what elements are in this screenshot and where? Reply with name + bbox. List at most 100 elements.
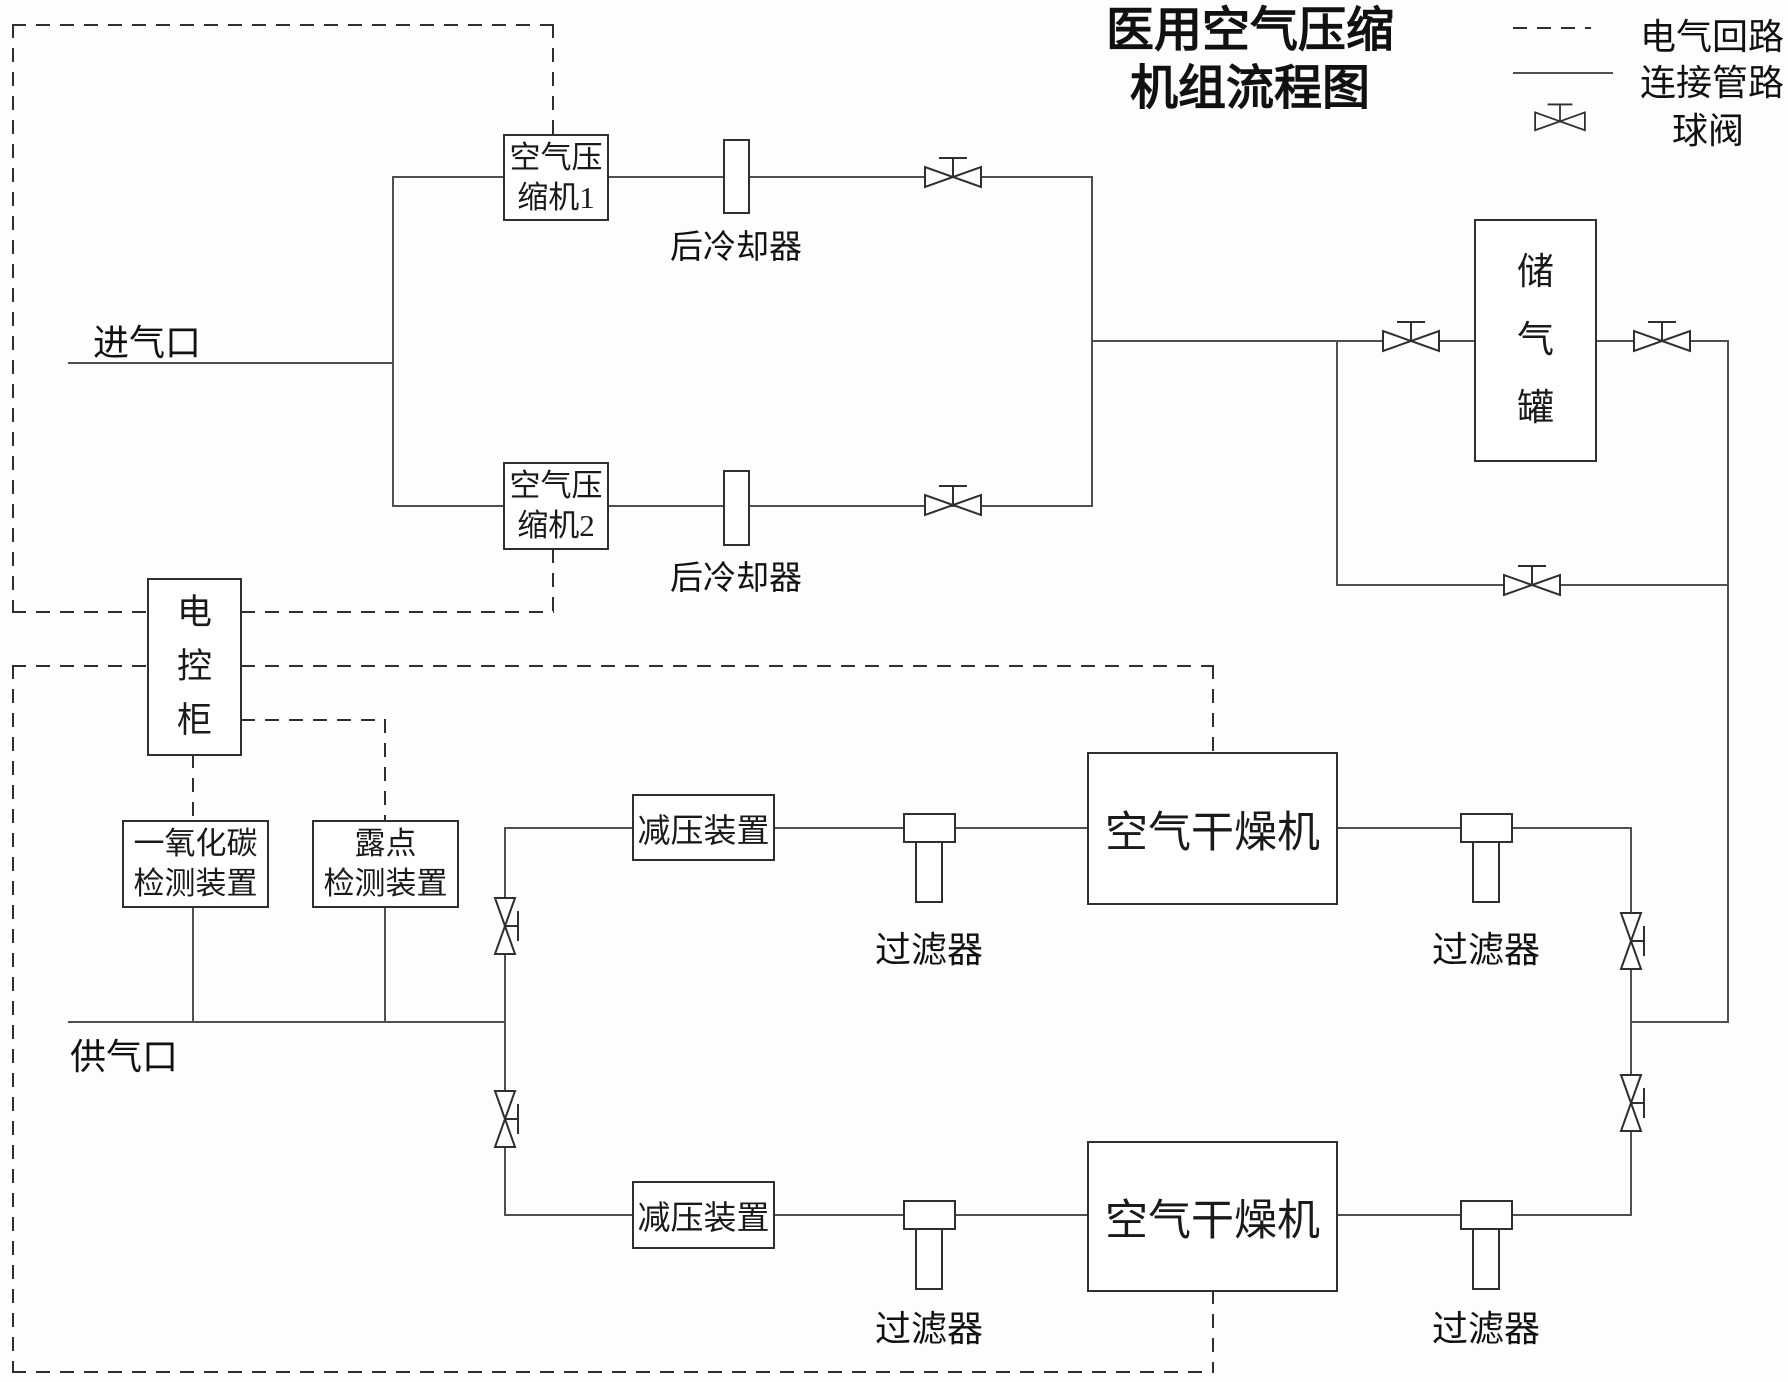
- aftercooler2-label: 后冷却器: [670, 561, 802, 597]
- title-line2: 机组流程图: [1129, 62, 1370, 115]
- compressor1-box: 空气压 缩机1: [503, 134, 609, 221]
- tank-label-char1: 储: [1517, 251, 1554, 293]
- valve-icon-compressor1-line: [924, 157, 982, 189]
- valve-icon-branch2-right: [1619, 1074, 1645, 1132]
- legend-pipe-sample: [1513, 72, 1613, 74]
- filter3-stem: [915, 1228, 943, 1290]
- pipe-branch2-c: [953, 1214, 1089, 1216]
- reducer1-label: 减压装置: [637, 813, 770, 850]
- pipe-co-detector-drop: [192, 905, 194, 1023]
- tank-box: 储 气 罐: [1474, 219, 1597, 462]
- valve-icon-branch1-left: [493, 897, 519, 955]
- title-line1: 医用空气压缩: [1105, 4, 1394, 57]
- dryer2-label: 空气干燥机: [1105, 1197, 1320, 1245]
- pipe-branch2-d: [1336, 1214, 1462, 1216]
- filter1-stem: [915, 841, 943, 903]
- pipe-compressor1-out: [606, 176, 1093, 178]
- legend-electrical-sample: [1513, 27, 1591, 29]
- dewpoint-label-line2: 检测装置: [323, 866, 448, 901]
- valve-icon-tank-inlet: [1382, 321, 1440, 353]
- pipe-bypass-drop: [1336, 340, 1338, 586]
- tank-label-char2: 气: [1517, 319, 1554, 361]
- pipe-branch1-e: [1511, 827, 1632, 829]
- inlet-port-label: 进气口: [93, 323, 202, 363]
- filter2-stem: [1472, 841, 1500, 903]
- pipe-branch2-a: [504, 1214, 634, 1216]
- pipe-branch1-a: [504, 827, 634, 829]
- dewpoint-detector-box: 露点 检测装置: [312, 820, 459, 908]
- compressor2-label-line1: 空气压: [509, 468, 603, 503]
- pipe-right-connector: [1631, 1021, 1729, 1023]
- wire-compressor1-drop: [552, 24, 554, 135]
- legend-valve-label: 球阀: [1672, 111, 1745, 151]
- wire-dryer-horizontal: [241, 665, 1214, 667]
- wire-left-lower: [12, 665, 14, 1373]
- valve-icon-tank-outlet: [1633, 321, 1691, 353]
- pipe-compressor2-in: [392, 505, 504, 507]
- valve-icon-branch2-left: [493, 1090, 519, 1148]
- filter3-label: 过滤器: [874, 1309, 983, 1349]
- tank-label-char3: 罐: [1517, 387, 1554, 429]
- co-detector-label-line1: 一氧化碳: [133, 826, 258, 861]
- aftercooler2-symbol: [723, 470, 750, 546]
- aftercooler1-label: 后冷却器: [670, 230, 802, 266]
- compressor2-label-line2: 缩机2: [517, 508, 595, 543]
- co-detector-box: 一氧化碳 检测装置: [122, 820, 269, 908]
- aftercooler1-symbol: [723, 139, 750, 214]
- pipe-right-main: [1727, 340, 1729, 1023]
- wire-dewpoint-horizontal: [241, 719, 386, 721]
- wire-left-upper: [12, 24, 14, 613]
- co-detector-label-line2: 检测装置: [133, 866, 258, 901]
- compressor1-label-line1: 空气压: [509, 139, 603, 175]
- wire-dryer2-drop: [1212, 1290, 1214, 1373]
- wire-dewpoint-drop: [384, 719, 386, 822]
- cabinet-label-char2: 控: [176, 647, 212, 686]
- wire-cabinet-left-lower: [12, 665, 148, 667]
- filter2-head: [1460, 813, 1513, 843]
- cabinet-label-char3: 柜: [176, 701, 212, 740]
- filter3-head: [903, 1200, 956, 1230]
- wire-dryer1-drop: [1212, 665, 1214, 754]
- dewpoint-label-line1: 露点: [354, 826, 417, 861]
- control-cabinet-box: 电 控 柜: [147, 578, 242, 756]
- reducer1-box: 减压装置: [632, 794, 775, 861]
- legend-electrical-label: 电气回路: [1640, 17, 1785, 57]
- filter1-label: 过滤器: [874, 930, 983, 970]
- wire-co-detector-drop: [192, 754, 194, 822]
- valve-icon-tank-bypass: [1503, 565, 1561, 597]
- pipe-branch1-c: [953, 827, 1089, 829]
- dryer1-box: 空气干燥机: [1087, 752, 1338, 905]
- compressor1-label-line2: 缩机1: [517, 179, 595, 215]
- pipe-compressor1-in: [392, 176, 504, 178]
- pipe-compressor2-out: [606, 505, 1093, 507]
- reducer2-label: 减压装置: [637, 1201, 770, 1237]
- pipe-supply: [68, 1021, 506, 1023]
- wire-compressor2-drop: [552, 549, 554, 613]
- diagram-title: 医用空气压缩 机组流程图: [1050, 2, 1450, 118]
- filter2-label: 过滤器: [1431, 930, 1540, 970]
- valve-icon-compressor2-line: [924, 485, 982, 517]
- legend-pipe-label: 连接管路: [1640, 63, 1785, 103]
- reducer2-box: 减压装置: [632, 1181, 775, 1249]
- wire-cabinet-left-upper: [12, 611, 148, 613]
- pipe-branch2-b: [773, 1214, 905, 1216]
- supply-port-label: 供气口: [70, 1037, 179, 1077]
- filter4-head: [1460, 1200, 1513, 1230]
- filter4-label: 过滤器: [1431, 1309, 1540, 1349]
- pipe-inlet: [68, 362, 394, 364]
- cabinet-label-char1: 电: [176, 593, 212, 632]
- pipe-branch1-d: [1336, 827, 1462, 829]
- compressor2-box: 空气压 缩机2: [503, 462, 609, 550]
- wire-top: [12, 24, 554, 26]
- pipe-dewpoint-drop: [384, 905, 386, 1023]
- filter4-stem: [1472, 1228, 1500, 1290]
- wire-cabinet-to-compressor2: [241, 611, 554, 613]
- wire-bottom: [12, 1371, 1214, 1373]
- pipe-branch1-b: [773, 827, 905, 829]
- legend-valve-icon: [1534, 103, 1586, 132]
- dryer2-box: 空气干燥机: [1087, 1141, 1338, 1292]
- filter1-head: [903, 813, 956, 843]
- dryer1-label: 空气干燥机: [1105, 809, 1320, 857]
- pipe-right-branch-bus: [1630, 827, 1632, 1216]
